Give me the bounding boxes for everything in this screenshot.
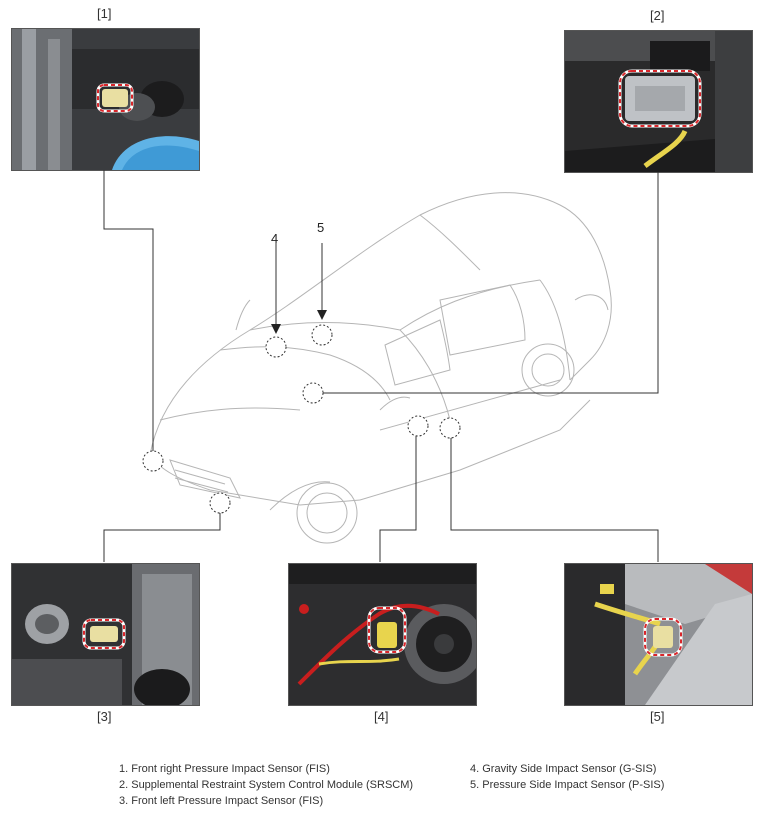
photo-front-left-sensor <box>11 563 200 706</box>
car-outline <box>149 192 612 544</box>
legend-right: 4. Gravity Side Impact Sensor (G-SIS) 5.… <box>470 761 664 793</box>
photo-gravity-side-sensor <box>288 563 477 706</box>
leader-line-4 <box>379 436 417 562</box>
callout-label-5: 5 <box>317 220 324 235</box>
callout-label-4: 4 <box>271 231 278 246</box>
marker-front-right-sensor <box>142 450 164 472</box>
panel-label-4: [4] <box>374 709 389 724</box>
marker-gravity-sensor <box>407 415 429 437</box>
legend-item-3: 3. Front left Pressure Impact Sensor (FI… <box>119 795 324 807</box>
marker-front-left-sensor <box>209 492 231 514</box>
photo-srscm <box>564 30 753 173</box>
sensor-markers <box>142 324 461 514</box>
marker-srscm <box>302 382 324 404</box>
marker-callout-5 <box>311 324 333 346</box>
panel-label-2: [2] <box>650 8 665 23</box>
arrowhead-4 <box>271 324 281 334</box>
panel-label-5: [5] <box>650 709 665 724</box>
arrowhead-5 <box>317 310 327 320</box>
leader-lines <box>103 170 659 562</box>
leader-line-1 <box>103 170 154 451</box>
panel-label-1: [1] <box>97 6 112 21</box>
leader-line-2 <box>322 172 659 394</box>
legend-item-4: 4. Gravity Side Impact Sensor (G-SIS) <box>470 763 657 775</box>
photo-front-right-sensor <box>11 28 200 171</box>
legend-item-5: 5. Pressure Side Impact Sensor (P-SIS) <box>470 779 665 791</box>
marker-callout-4 <box>265 336 287 358</box>
legend-left: 1. Front right Pressure Impact Sensor (F… <box>119 761 413 809</box>
marker-pressure-side-sensor <box>439 417 461 439</box>
photo-pressure-side-sensor <box>564 563 753 706</box>
legend-item-1: 1. Front right Pressure Impact Sensor (F… <box>119 763 330 775</box>
legend-item-2: 2. Supplemental Restraint System Control… <box>119 779 414 791</box>
leader-line-5 <box>450 436 659 562</box>
panel-label-3: [3] <box>97 709 112 724</box>
leader-line-3 <box>103 503 221 562</box>
